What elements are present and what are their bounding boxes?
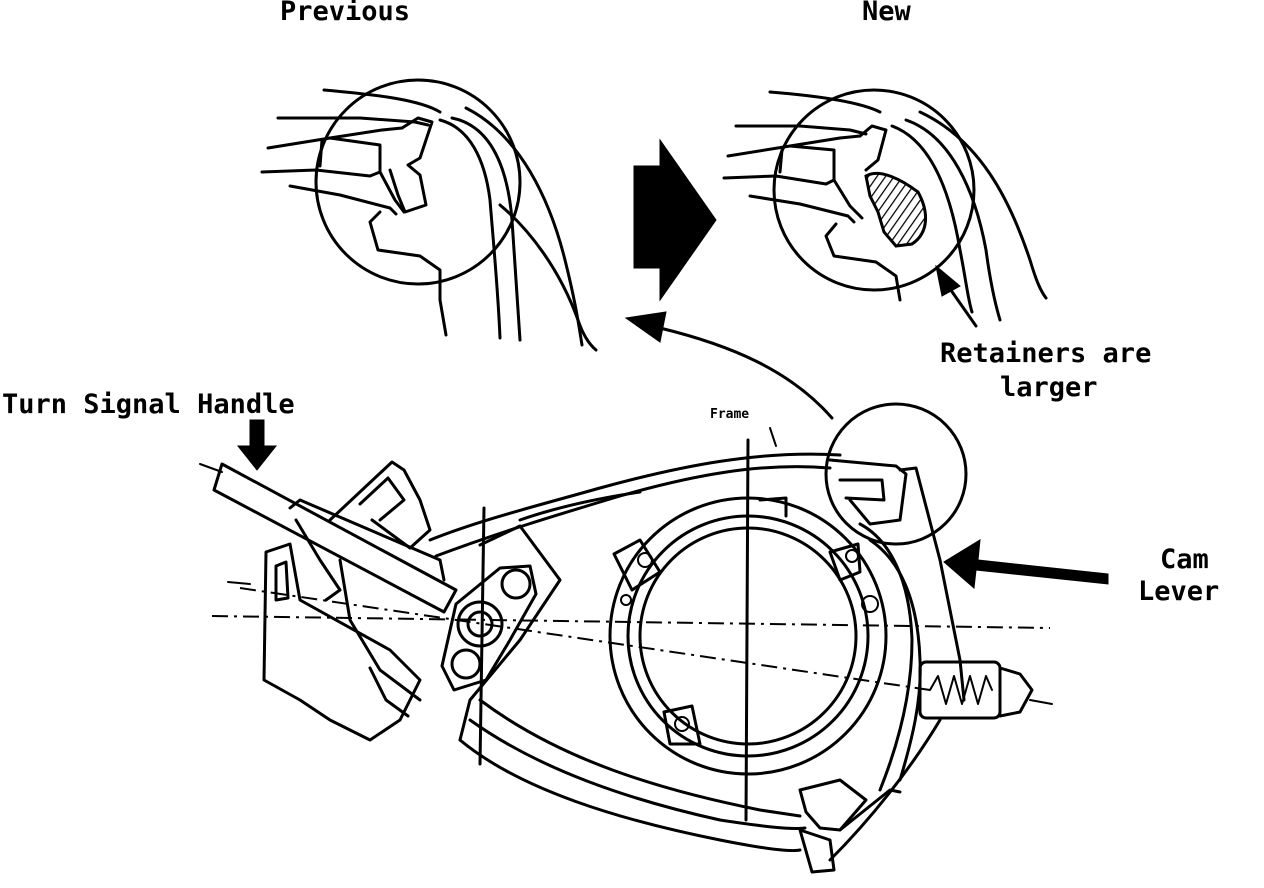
combination-switch-assembly — [199, 402, 1053, 874]
cam-lever-label-line1: Cam — [1160, 544, 1209, 575]
frame-vertical-centerline — [744, 438, 750, 822]
previous-detail-view — [260, 78, 598, 352]
retainers-label-line2: larger — [1000, 372, 1098, 403]
horizontal-centerline — [211, 615, 1051, 629]
transition-arrow-icon — [633, 138, 717, 302]
enlarged-retainer-hatched — [864, 171, 928, 248]
retainers-label-line1: Retainers are — [940, 338, 1151, 369]
previous-magnifier-circle — [314, 78, 522, 286]
cam-lever-arrow-icon — [943, 539, 1109, 590]
turn-signal-handle-stalk — [212, 462, 458, 614]
new-label: New — [862, 0, 912, 27]
previous-label: Previous — [280, 0, 410, 27]
turn-signal-handle-arrow-icon — [236, 419, 278, 471]
curved-pointer-arrow-icon — [624, 311, 834, 420]
pivot-hub — [456, 600, 504, 648]
new-magnifier-circle — [772, 88, 976, 292]
new-detail-view — [722, 88, 1048, 322]
cam-lever-label-line2: Lever — [1138, 576, 1219, 607]
frame-label: Frame — [710, 407, 749, 422]
detent-spring — [929, 675, 993, 705]
turn-signal-handle-label: Turn Signal Handle — [2, 389, 295, 420]
detent-spring-housing — [918, 660, 1002, 720]
assembly-magnifier-circle — [824, 402, 968, 546]
retainers-pointer-arrow-icon — [935, 264, 978, 328]
